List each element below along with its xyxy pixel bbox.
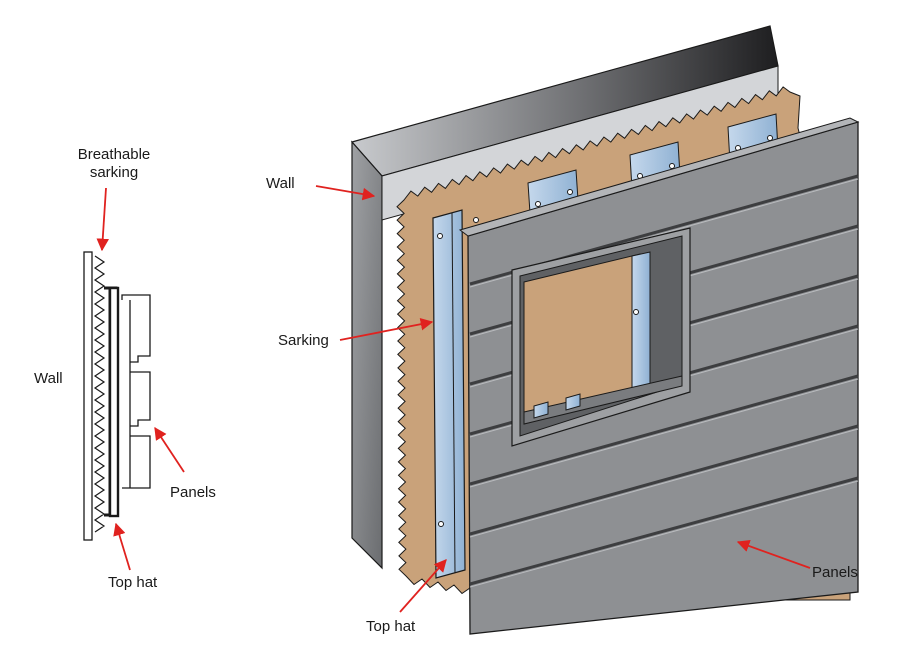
arrow-right-panels [736, 539, 811, 569]
arrow-right-sarking [339, 317, 434, 341]
screw-w1 [633, 309, 639, 315]
label-left-wall: Wall [34, 370, 63, 387]
screw-v1 [437, 233, 443, 239]
label-right-wall: Wall [266, 175, 295, 192]
window-sill [523, 375, 683, 425]
panel-seam-highlight [469, 480, 859, 588]
panel-seam [469, 476, 859, 586]
panel-top-return [458, 117, 860, 237]
wall-side-face [351, 140, 383, 570]
screw-4 [669, 163, 675, 169]
arrows [96, 185, 811, 613]
label-right-sarking: Sarking [278, 332, 329, 349]
top-hat-vertical [432, 209, 466, 579]
screw-2 [567, 189, 573, 195]
label-right-panels: Panels [812, 564, 858, 581]
screw-1 [535, 201, 541, 207]
panel-seam-highlight [469, 428, 859, 538]
screw-v3 [438, 521, 444, 527]
wall-3d [350, 25, 860, 635]
label-left-panels: Panels [170, 484, 216, 501]
label-right-top-hat: Top hat [366, 618, 416, 635]
panel-seam [469, 424, 859, 536]
section-sarking [93, 255, 106, 533]
arrow-left-panels [154, 426, 185, 473]
label-left-top-hat: Top hat [108, 574, 158, 591]
top-hat-vertical-edge [451, 212, 456, 574]
section-panels [121, 294, 151, 489]
arrow-right-top-hat [399, 559, 447, 613]
window-sill-hat-2 [565, 393, 581, 411]
cross-section [83, 251, 151, 541]
window-top-hat [631, 251, 651, 393]
panel-seam-highlight [469, 378, 859, 488]
arrow-right-wall [315, 185, 376, 201]
section-wall [83, 251, 93, 541]
screw-6 [767, 135, 773, 141]
arrow-left-top-hat [113, 522, 131, 571]
window-sill-hat-1 [533, 401, 549, 419]
arrow-breathable-sarking [96, 187, 110, 252]
screw-v2 [473, 217, 479, 223]
panel-seam [469, 374, 859, 486]
section-top-hat-body [108, 286, 120, 518]
label-breathable-sarking: Breathable sarking [77, 146, 151, 181]
